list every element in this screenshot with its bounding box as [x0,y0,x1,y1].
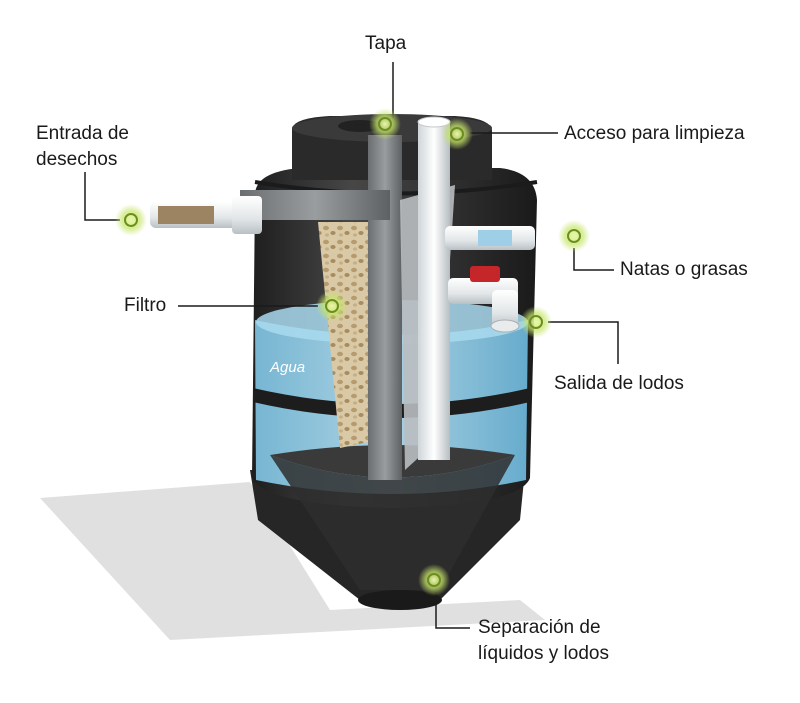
label-separacion-line1: Separación de [478,617,601,638]
label-acceso-limpieza: Acceso para limpieza [564,123,745,144]
markers [115,108,590,596]
label-filtro: Filtro [124,295,167,316]
marker-separacion [418,564,450,596]
inlet-pipe [150,196,262,234]
leader-separacion [435,592,470,629]
marker-tapa [369,108,401,140]
marker-acceso [441,118,473,150]
label-tapa: Tapa [365,33,407,54]
label-entrada-line2: desechos [36,149,118,170]
water-label: Agua [269,359,305,376]
floor-shadow [40,482,545,640]
marker-entrada [115,204,147,236]
grease-pipe [445,226,535,250]
leader-natas [573,248,614,271]
label-natas-grasas: Natas o grasas [620,259,748,280]
valve-handle [470,266,500,282]
marker-natas [558,220,590,252]
marker-salida [520,306,552,338]
label-entrada-line1: Entrada de [36,123,129,144]
marker-filtro [316,290,348,322]
cleaning-access-pipe [417,116,451,460]
leader-lines [84,62,619,629]
label-separacion-line2: líquidos y lodos [478,643,609,664]
label-salida-lodos: Salida de lodos [554,373,684,394]
leader-salida [548,321,619,364]
leader-entrada [84,172,120,221]
sludge-outlet-pipe [448,266,520,333]
filter-column [318,222,378,448]
